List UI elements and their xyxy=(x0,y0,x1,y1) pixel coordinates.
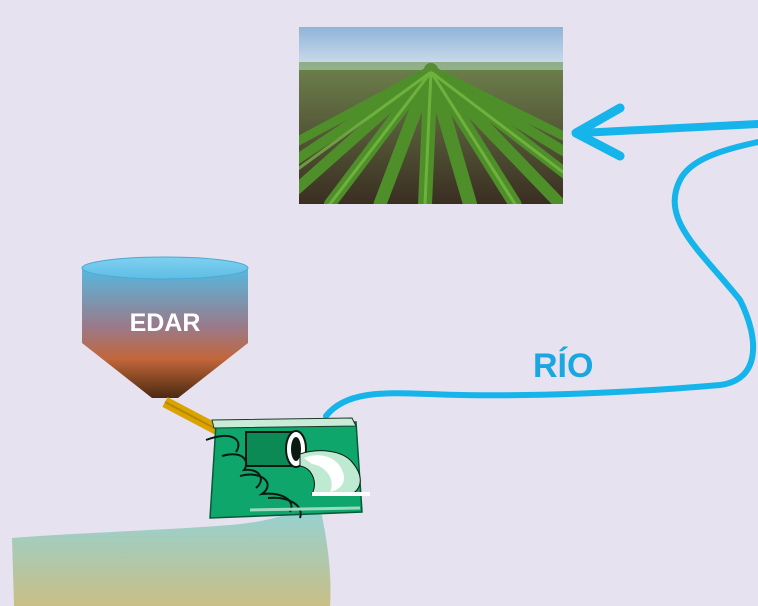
edar-tank-icon xyxy=(81,256,249,398)
water-outfall-icon xyxy=(205,417,370,519)
arrow-left-icon xyxy=(571,103,758,161)
river-label: RÍO xyxy=(533,347,593,385)
outflow-stream xyxy=(12,498,331,606)
edar-label: EDAR xyxy=(130,309,201,337)
river-line xyxy=(323,139,758,419)
crop-field-photo xyxy=(299,27,563,204)
